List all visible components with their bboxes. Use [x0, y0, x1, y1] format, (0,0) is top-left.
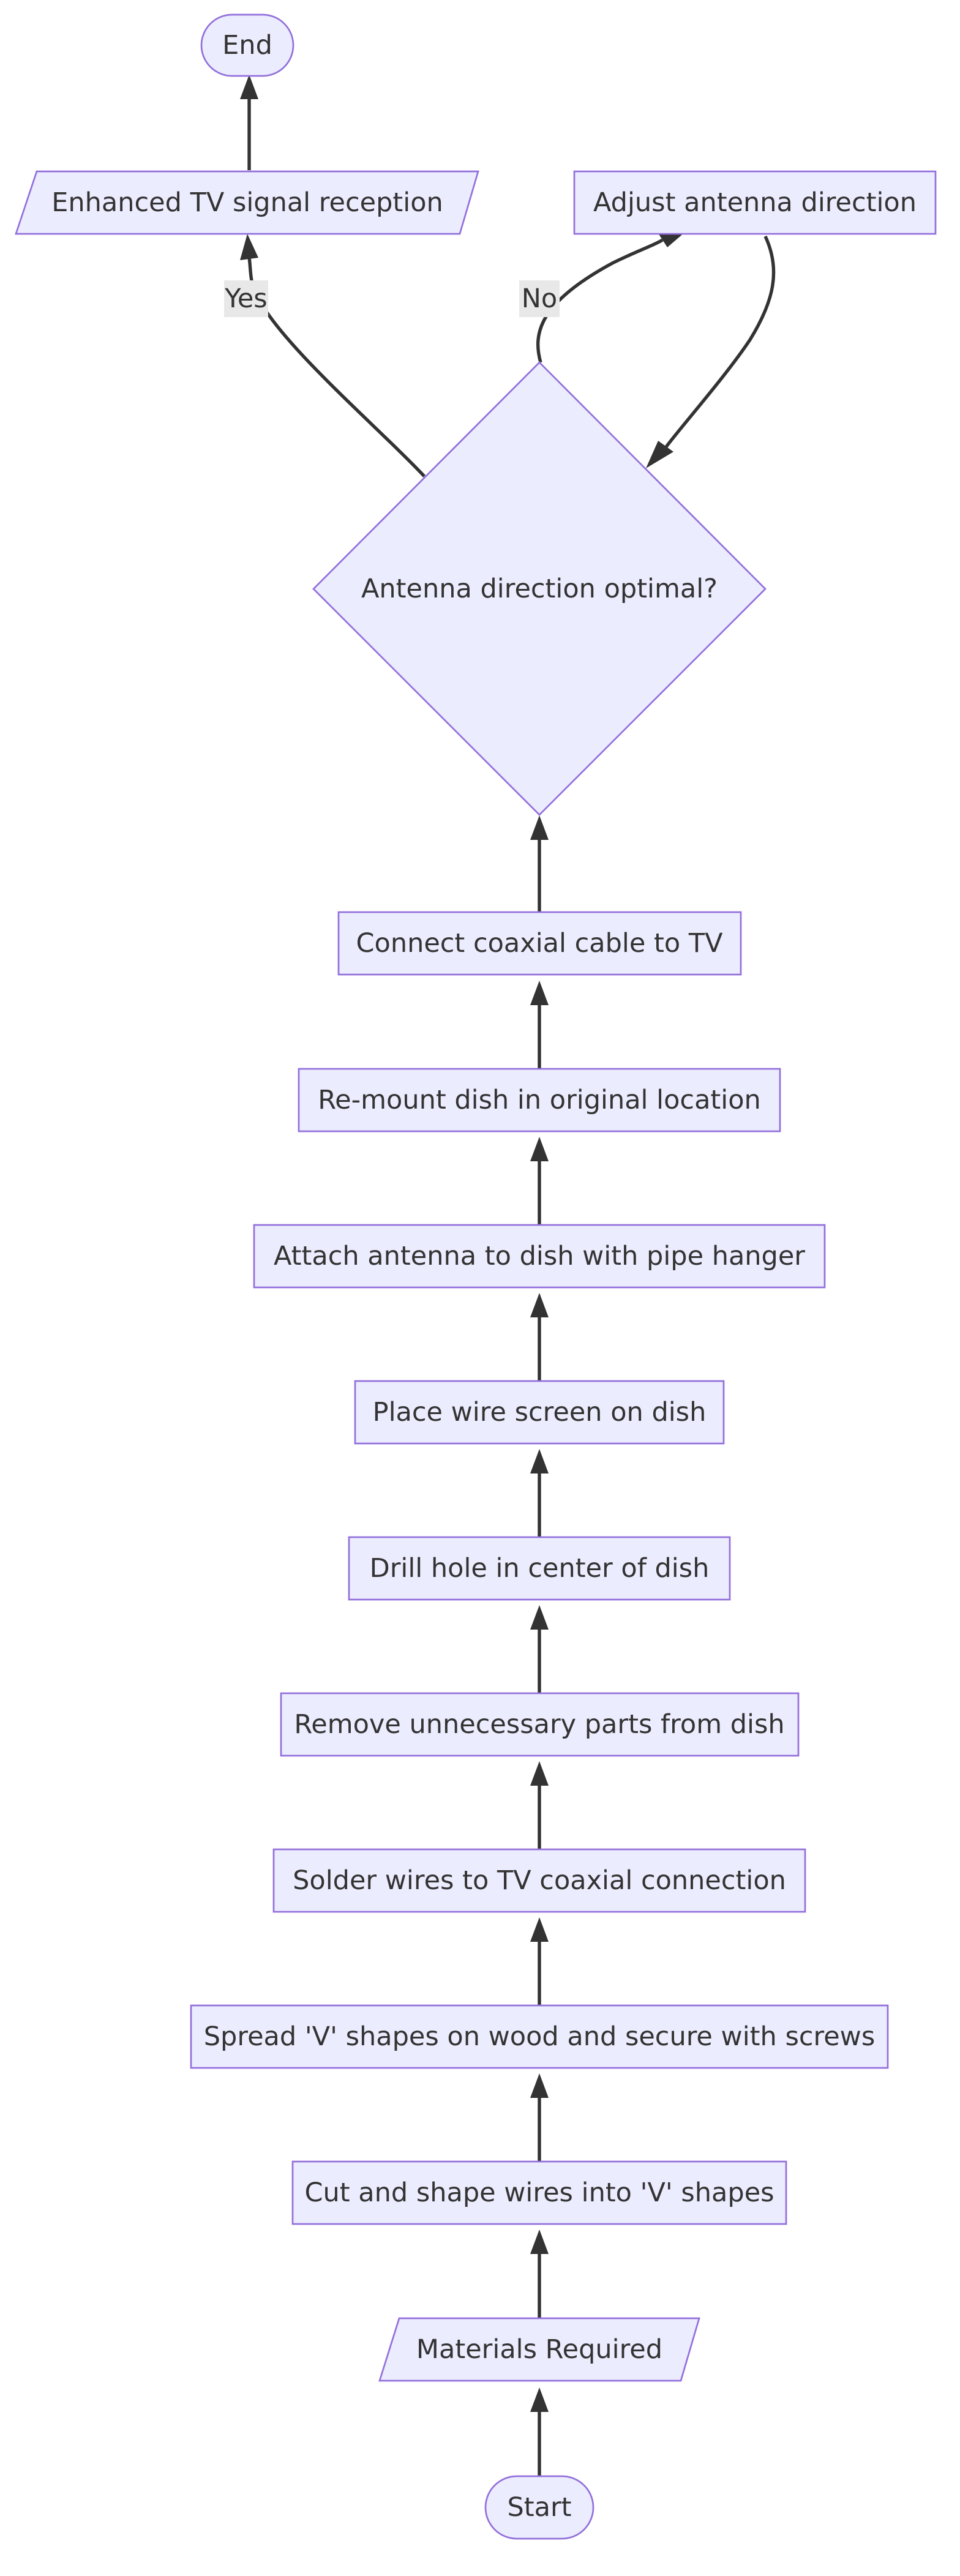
svg-text:Spread 'V' shapes on wood and: Spread 'V' shapes on wood and secure wit… — [204, 2021, 876, 2052]
arrowhead-cut — [530, 2230, 549, 2254]
arrowhead-remount — [530, 1137, 549, 1161]
arrowhead-enhanced — [240, 234, 258, 260]
node-enhanced-tv-signal-reception: Enhanced TV signal reception — [15, 170, 479, 235]
svg-text:Cut and shape wires into 'V' s: Cut and shape wires into 'V' shapes — [304, 2177, 774, 2208]
arrowhead-decision-loop — [646, 441, 673, 468]
node-cut-and-shape-wires: Cut and shape wires into 'V' shapes — [291, 2160, 787, 2225]
node-attach-antenna: Attach antenna to dish with pipe hanger — [253, 1224, 826, 1289]
arrowhead-connect — [530, 981, 549, 1005]
svg-text:End: End — [222, 30, 272, 61]
node-decision-antenna-direction-optimal: Antenna direction optimal? — [312, 361, 767, 816]
svg-text:Antenna direction optimal?: Antenna direction optimal? — [361, 574, 718, 604]
svg-text:Adjust antenna direction: Adjust antenna direction — [593, 187, 917, 218]
node-solder-wires: Solder wires to TV coaxial connection — [272, 1848, 806, 1913]
svg-text:Start: Start — [507, 2492, 571, 2523]
node-drill-hole: Drill hole in center of dish — [348, 1536, 731, 1601]
arrowhead-drill — [530, 1605, 549, 1630]
node-materials-required: Materials Required — [378, 2317, 700, 2382]
svg-text:Enhanced TV signal reception: Enhanced TV signal reception — [51, 187, 443, 218]
arrowhead-spread — [530, 2073, 549, 2098]
edge-adjust-to-decision — [664, 235, 776, 448]
svg-text:Materials Required: Materials Required — [416, 2334, 662, 2365]
svg-text:Connect coaxial cable to TV: Connect coaxial cable to TV — [356, 928, 724, 959]
edge-label-no: No — [519, 280, 560, 317]
node-end: End — [200, 13, 294, 77]
edges — [240, 75, 776, 2478]
node-connect-coaxial-cable: Connect coaxial cable to TV — [337, 911, 742, 976]
svg-text:Remove unnecessary parts from: Remove unnecessary parts from dish — [294, 1709, 784, 1740]
svg-text:Re-mount dish in original loca: Re-mount dish in original location — [318, 1085, 761, 1115]
edge-decision-yes-to-enhanced — [247, 256, 426, 477]
node-place-wire-screen: Place wire screen on dish — [354, 1380, 725, 1445]
node-start: Start — [484, 2475, 594, 2540]
arrowhead-materials — [530, 2387, 549, 2412]
svg-text:Yes: Yes — [224, 283, 267, 314]
edge-label-yes: Yes — [224, 280, 268, 317]
node-spread-v-shapes: Spread 'V' shapes on wood and secure wit… — [190, 2004, 889, 2069]
arrowhead-attach — [530, 1293, 549, 1317]
node-remove-unnecessary-parts: Remove unnecessary parts from dish — [280, 1692, 800, 1757]
node-remount-dish: Re-mount dish in original location — [298, 1068, 781, 1133]
arrowhead-remove — [530, 1761, 549, 1786]
arrowhead-adjust — [657, 231, 684, 247]
arrowhead-end — [240, 75, 258, 99]
edge-decision-no-to-adjust — [536, 238, 664, 363]
svg-text:Solder wires to TV coaxial con: Solder wires to TV coaxial connection — [293, 1865, 786, 1896]
arrowhead-screen — [530, 1449, 549, 1473]
svg-text:Attach antenna to dish with pi: Attach antenna to dish with pipe hanger — [274, 1241, 805, 1271]
svg-text:Drill hole in center of dish: Drill hole in center of dish — [370, 1553, 710, 1584]
svg-text:Place wire screen on dish: Place wire screen on dish — [373, 1397, 707, 1428]
arrowhead-solder — [530, 1917, 549, 1942]
node-adjust-antenna-direction: Adjust antenna direction — [573, 170, 937, 235]
arrowhead-decision — [530, 815, 549, 840]
svg-text:No: No — [522, 283, 557, 314]
